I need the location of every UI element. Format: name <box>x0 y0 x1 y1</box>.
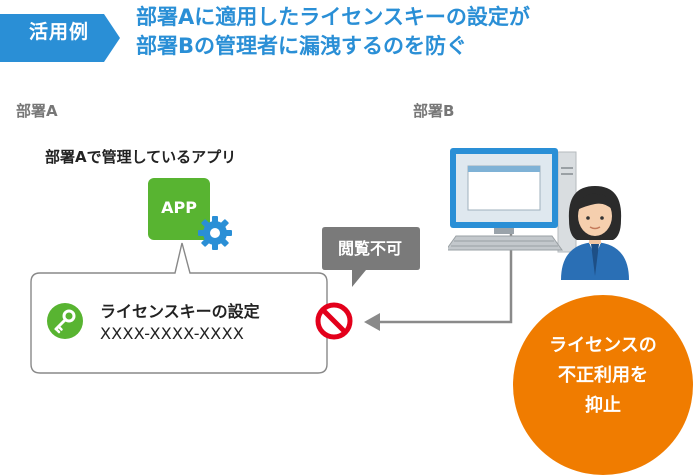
app-icon: APP <box>148 178 210 240</box>
app-caption: 部署Aで管理しているアプリ <box>45 148 237 166</box>
result-line-2: 不正利用を <box>558 365 648 386</box>
result-line-3: 抑止 <box>585 395 621 416</box>
dept-b-label: 部署B <box>413 102 455 120</box>
computer-icon <box>448 148 577 253</box>
license-callout <box>30 242 328 374</box>
app-icon-label: APP <box>161 198 197 217</box>
prohibited-icon <box>315 302 353 340</box>
gear-icon <box>198 216 232 250</box>
dept-a-label: 部署A <box>16 102 58 120</box>
key-icon <box>47 303 83 339</box>
badge-shape <box>0 14 120 62</box>
license-key-value: XXXX-XXXX-XXXX <box>100 324 245 343</box>
result-text: ライセンスの 不正利用を 抑止 <box>513 331 693 421</box>
result-line-1: ライセンスの <box>549 335 657 356</box>
license-setting-label: ライセンスキーの設定 <box>100 302 260 321</box>
person-icon <box>561 186 629 280</box>
badge-label: 活用例 <box>28 21 89 43</box>
title-line-2: 部署Bの管理者に漏洩するのを防ぐ <box>136 34 468 58</box>
access-denied-bubble <box>322 227 420 287</box>
title-line-1: 部署Aに適用したライセンスキーの設定が <box>136 5 530 29</box>
result-circle: ライセンスの 不正利用を 抑止 <box>513 295 693 475</box>
page-title: 部署Aに適用したライセンスキーの設定が 部署Bの管理者に漏洩するのを防ぐ <box>136 3 696 61</box>
access-denied-label: 閲覧不可 <box>337 239 402 258</box>
example-badge: 活用例 <box>0 0 120 62</box>
